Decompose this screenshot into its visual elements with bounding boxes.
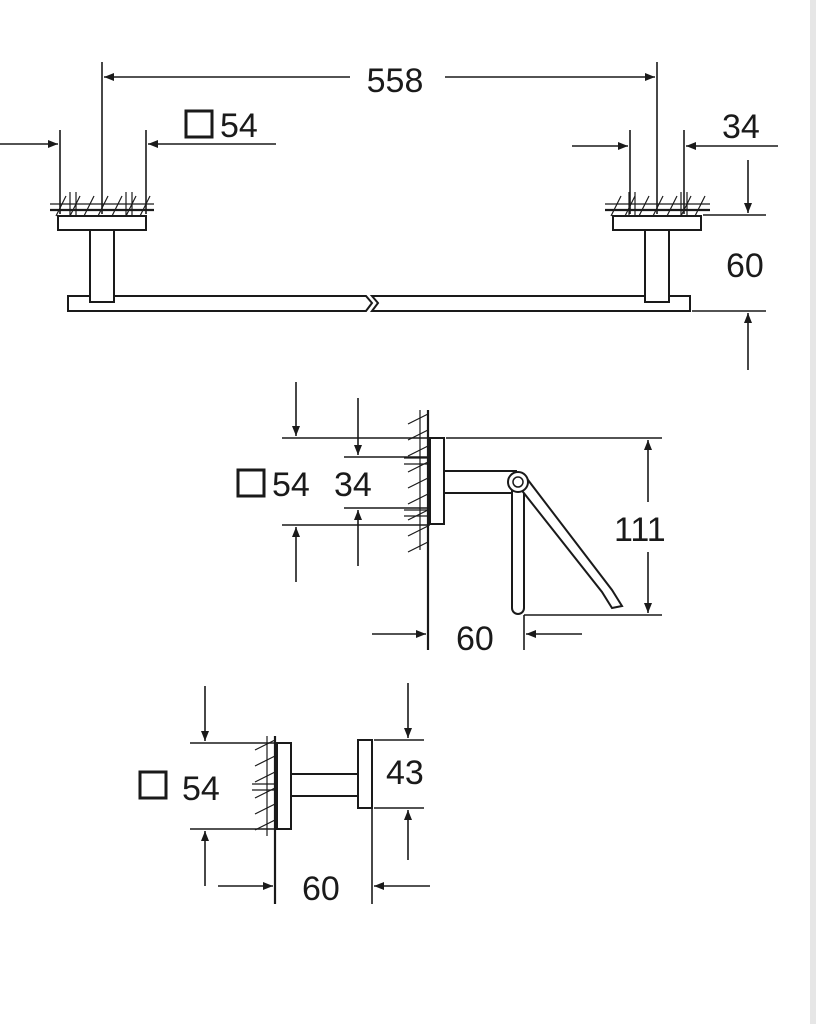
holder-flap xyxy=(509,476,624,610)
dim-label-60-rail: 60 xyxy=(726,247,764,285)
dim-label-111: 111 xyxy=(614,511,666,549)
dim-label-60-holder: 60 xyxy=(456,620,494,658)
dim-label-34-holder: 34 xyxy=(334,466,372,504)
dim-label-60-hook: 60 xyxy=(302,870,340,908)
dim-label-43: 43 xyxy=(386,754,424,792)
hook-base-plate xyxy=(276,742,292,830)
towel-rail-right-post xyxy=(644,229,670,303)
towel-rail-right-base xyxy=(612,215,702,231)
dim-label-54-hook: 54 xyxy=(182,770,220,808)
dim-label-558: 558 xyxy=(367,62,424,100)
holder-hinge-inner xyxy=(512,476,524,488)
dim-label-34-rail: 34 xyxy=(722,108,760,146)
dim-label-54-holder: 54 xyxy=(272,466,310,504)
wall-hatch-hook xyxy=(252,736,276,836)
paper-holder-drawing: 54 34 111 60 xyxy=(236,382,666,658)
square-symbol-icon xyxy=(138,770,168,800)
hook-drawing: 54 43 60 xyxy=(138,683,430,908)
towel-rail-left-base xyxy=(57,215,147,231)
holder-arm xyxy=(443,470,517,494)
wall-hatch-holder xyxy=(404,410,429,553)
towel-rail-left-post xyxy=(89,229,115,303)
towel-rail-bar xyxy=(67,295,374,312)
hook-arm xyxy=(290,773,360,797)
hook-head xyxy=(357,739,373,809)
towel-rail-drawing: 558 54 34 60 xyxy=(0,62,778,370)
towel-rail-bar-right xyxy=(369,295,691,312)
dim-label-54-rail: 54 xyxy=(220,107,258,145)
holder-spindle xyxy=(511,481,525,615)
square-symbol-icon xyxy=(184,109,214,139)
holder-base-plate xyxy=(429,437,445,525)
square-symbol-icon xyxy=(236,468,266,498)
right-edge-strip xyxy=(810,0,816,1024)
